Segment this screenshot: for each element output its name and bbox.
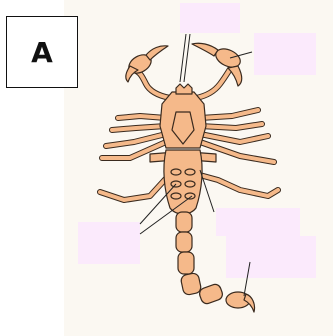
book-lung-1 <box>171 169 181 175</box>
book-lung-5 <box>171 193 181 199</box>
book-lung-2 <box>185 169 195 175</box>
chelicerae <box>176 84 192 94</box>
leader-line-tail <box>244 262 250 296</box>
book-lung-4 <box>185 181 195 187</box>
tail-segment-2 <box>176 232 192 252</box>
right-claw-finger-bottom <box>228 66 242 86</box>
right-claw-finger-top <box>192 43 218 56</box>
tail-segment-4 <box>180 272 202 295</box>
book-lung-6 <box>185 193 195 199</box>
tail-segment-3 <box>178 252 194 274</box>
left-claw-finger-top <box>146 46 168 60</box>
tail-segment-5 <box>198 283 224 306</box>
mesosoma <box>164 150 202 214</box>
tail-segment-1 <box>176 212 192 232</box>
